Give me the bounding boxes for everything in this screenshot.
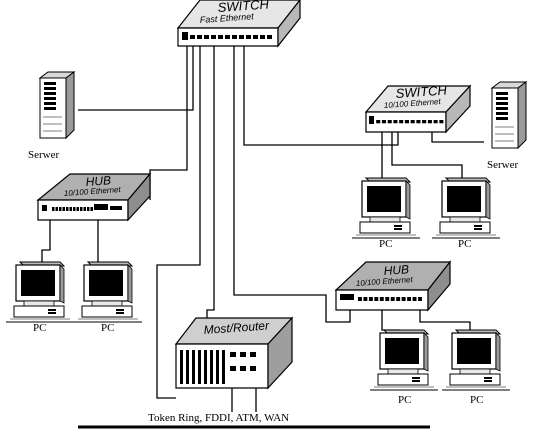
- switch-main-subtitle: Fast Ethernet: [199, 11, 254, 25]
- cable-switch-to-router: [206, 46, 215, 318]
- hub-left-title: HUB: [85, 173, 111, 189]
- pc-left-1: [5, 261, 75, 323]
- cable-switch-right-to-pc2: [391, 132, 463, 180]
- server-left-label: Serwer: [28, 149, 59, 161]
- pc-switch-right-1-label: PC: [379, 238, 392, 250]
- pc-hub-right-2-label: PC: [470, 394, 483, 406]
- cables: [41, 46, 484, 412]
- hub-left: HUB 10/100 Ethernet: [36, 172, 152, 222]
- cable-hub-right-to-pc2: [419, 308, 471, 330]
- router: Most/Router: [174, 316, 294, 390]
- pc-hub-right-1-label: PC: [398, 394, 411, 406]
- pc-left-2-label: PC: [101, 322, 114, 334]
- pc-hub-right-2: [441, 329, 511, 391]
- switch-right: SWITCH 10/100 Ethernet: [364, 82, 472, 134]
- cable-switch-to-backbone: [156, 46, 201, 399]
- pc-switch-right-1: [351, 177, 421, 239]
- cable-switch-to-switch-right: [243, 46, 399, 146]
- cable-switch-right-to-server: [431, 130, 484, 143]
- hub-right: HUB 10/100 Ethernet: [334, 260, 452, 312]
- cable-switch-to-hub-left: [149, 46, 188, 200]
- cable-hub-left-to-pc1: [41, 220, 51, 262]
- switch-right-subtitle: 10/100 Ethernet: [384, 97, 442, 110]
- server-right-label: Serwer: [487, 159, 518, 171]
- cable-switch-to-server-left: [78, 46, 194, 111]
- hub-right-subtitle: 10/100 Ethernet: [356, 275, 414, 288]
- switch-fast-ethernet: SWITCH Fast Ethernet: [176, 0, 301, 48]
- router-title: Most/Router: [203, 318, 270, 337]
- cable-hub-right-to-pc1: [381, 308, 400, 331]
- pc-left-2: [73, 261, 143, 323]
- pc-switch-right-2-label: PC: [458, 238, 471, 250]
- hub-left-subtitle: 10/100 Ethernet: [64, 185, 122, 198]
- hub-right-title: HUB: [383, 262, 409, 278]
- server-left: [39, 71, 75, 139]
- server-right: [491, 81, 527, 149]
- cable-switch-to-hub-right: [233, 46, 351, 323]
- switch-main-title: SWITCH: [217, 0, 270, 15]
- switch-right-title: SWITCH: [395, 82, 448, 101]
- backbone-label: Token Ring, FDDI, ATM, WAN: [148, 412, 289, 424]
- pc-switch-right-2: [431, 177, 501, 239]
- pc-hub-right-1: [369, 329, 439, 391]
- pc-left-1-label: PC: [33, 322, 46, 334]
